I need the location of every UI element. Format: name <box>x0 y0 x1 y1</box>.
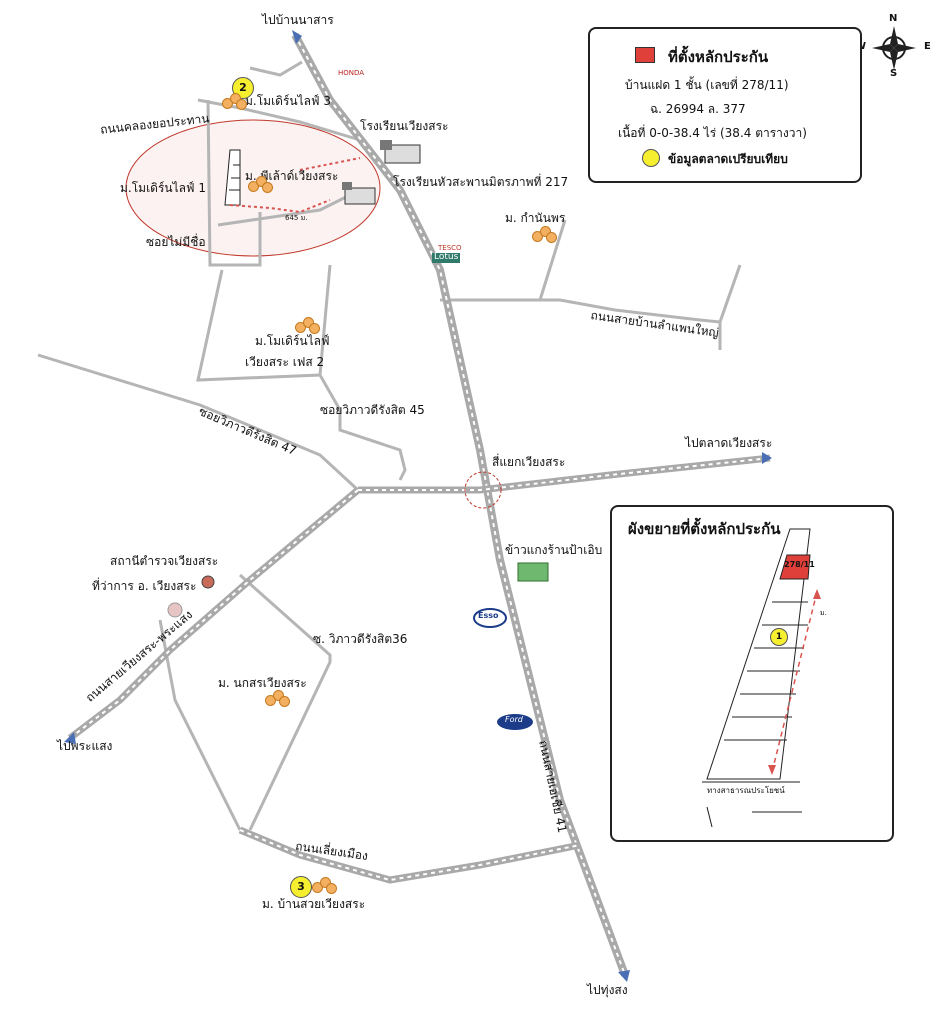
minor-roads <box>37 60 742 831</box>
house-cluster-icon <box>295 317 323 335</box>
compass-n: N <box>889 13 898 24</box>
esso-logo: Esso <box>478 611 499 620</box>
road-top-left <box>249 60 303 77</box>
restaurant-icon <box>517 562 549 582</box>
label-modern-life3: ม.โมเดิร์นไลฟ์ 3 <box>245 94 331 108</box>
property-swatch-icon <box>635 47 655 63</box>
label-ban-suay: ม. บ้านสวยเวียงสระ <box>262 897 366 911</box>
label-distance: 645 ม. <box>285 214 308 222</box>
label-soi-36: ซ. วิภาวดีรังสิต36 <box>313 632 408 646</box>
lotus-logo: Lotus <box>432 252 461 263</box>
label-kamnanporn: ม. กำนันพร <box>505 211 566 225</box>
compass-e: E <box>924 41 931 52</box>
legend-comparable: ข้อมูลตลาดเปรียบเทียบ <box>668 152 788 166</box>
legend-line2: ฉ. 26994 ล. 377 <box>650 102 746 116</box>
district-office-icon <box>167 602 183 618</box>
label-school-huasaphan: โรงเรียนหัวสะพานมิตรภาพที่ 217 <box>393 175 569 189</box>
house-cluster-icon <box>222 93 250 111</box>
police-icon <box>201 575 215 589</box>
inset-plan <box>702 528 821 828</box>
arrow-southwest <box>64 732 76 744</box>
comparable-marker-3[interactable]: 3 <box>290 876 312 898</box>
house-cluster-icon <box>265 690 293 708</box>
label-pheeleo: ม. พีเล้าด์เวียงสระ <box>245 169 339 183</box>
label-school-wiangsa: โรงเรียนเวียงสระ <box>360 119 449 133</box>
property-lot <box>779 554 811 580</box>
building-strip <box>224 149 241 206</box>
compass-s: S <box>890 68 898 79</box>
ford-icon <box>497 714 533 730</box>
legend-line3: เนื้อที่ 0-0-38.4 ไร่ (38.4 ตารางวา) <box>618 126 807 140</box>
main-roads <box>67 33 771 977</box>
label-modern-life2b: เวียงสระ เฟส 2 <box>245 355 325 369</box>
school-icons <box>342 140 421 205</box>
label-soi-no-name: ซอยไม่มีชื่อ <box>146 235 206 249</box>
house-cluster-icon <box>532 226 560 244</box>
label-to-ban-nasan: ไปบ้านนาสาร <box>262 13 334 27</box>
house-cluster-icon <box>312 877 340 895</box>
inset-public-way: ทางสาธารณประโยชน์ <box>707 786 785 795</box>
compass-icon <box>872 26 916 70</box>
esso-icon <box>473 608 507 628</box>
arrow-east <box>762 452 772 464</box>
honda-logo: HONDA <box>338 69 365 77</box>
label-to-phrasaeng: ไปพระแสง <box>57 739 113 753</box>
label-junction: สี่แยกเวียงสระ <box>492 455 566 469</box>
house-cluster-icon <box>248 176 276 194</box>
label-to-talad: ไปตลาดเวียงสระ <box>685 436 773 450</box>
label-modern-life2a: ม.โมเดิร์นไลฟ์ <box>255 334 330 348</box>
road-arrows <box>64 30 772 982</box>
label-district-office: ที่ว่าการ อ. เวียงสระ <box>92 579 197 593</box>
inset-title: ผังขยายที่ตั้งหลักประกัน <box>628 520 781 538</box>
tesco-logo: TESCO <box>438 244 462 252</box>
route-line <box>229 199 331 214</box>
inset-distance: ม. <box>820 609 827 617</box>
label-police: สถานีตำรวจเวียงสระ <box>110 554 219 568</box>
label-soi-45: ซอยวิภาวดีรังสิต 45 <box>320 403 425 417</box>
road-soi-47 <box>37 353 360 492</box>
inset-box: ผังขยายที่ตั้งหลักประกัน 278/11 ม. 1 ทาง… <box>610 505 894 842</box>
label-khaokaeng: ข้าวแกงร้านป้าเอิบ <box>505 543 603 557</box>
comparable-marker-1[interactable]: 1 <box>770 628 788 646</box>
label-modern-life1: ม.โมเดิร์นไลฟ์ 1 <box>120 181 206 195</box>
comparable-swatch-icon <box>642 149 660 167</box>
junction-circle <box>464 471 502 509</box>
inset-lot-label: 278/11 <box>784 560 815 569</box>
ford-logo: Ford <box>505 715 523 724</box>
arrow-south <box>618 970 630 982</box>
route-line-2 <box>299 157 361 171</box>
legend-line1: บ้านแฝด 1 ชั้น (เลขที่ 278/11) <box>625 78 789 92</box>
road-soi-36 <box>239 573 332 831</box>
label-to-thung-song: ไปทุ่งสง <box>587 983 628 997</box>
arrow-north <box>292 30 302 44</box>
legend-title: ที่ตั้งหลักประกัน <box>668 48 769 66</box>
label-noksorn: ม. นกสรเวียงสระ <box>218 676 307 690</box>
legend-box: ที่ตั้งหลักประกัน บ้านแฝด 1 ชั้น (เลขที่… <box>588 27 862 183</box>
